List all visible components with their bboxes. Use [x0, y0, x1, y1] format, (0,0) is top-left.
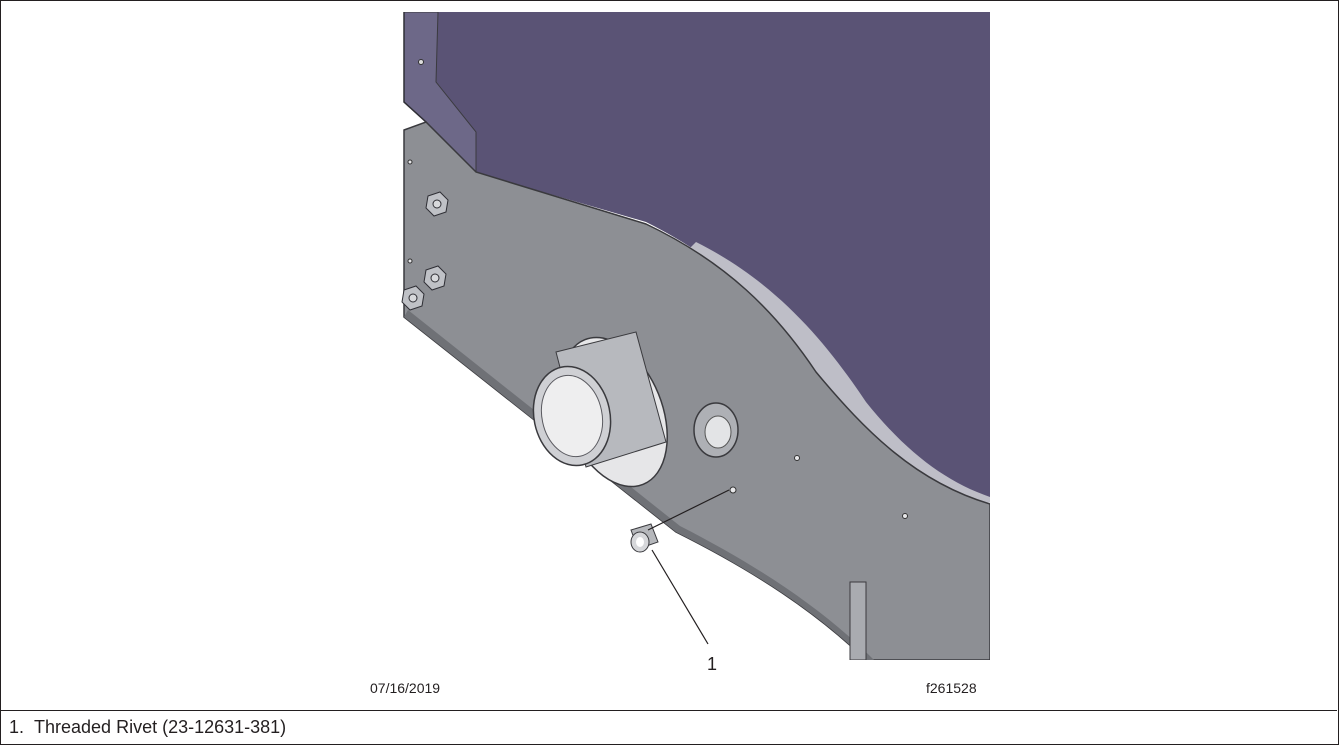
- figure-date: 07/16/2019: [370, 680, 441, 696]
- legend-item: 1. Threaded Rivet (23-12631-381): [9, 717, 286, 738]
- figure-number: f261528: [926, 680, 977, 696]
- caption-divider: [0, 710, 1337, 711]
- bracket-plate: [403, 121, 990, 660]
- bolt-lower: [401, 265, 447, 311]
- grommet: [693, 402, 739, 458]
- legend-item-number: 1.: [9, 717, 25, 737]
- pipe-fitting: [532, 331, 667, 468]
- callout-label: 1: [707, 654, 718, 674]
- threaded-rivet: [630, 523, 659, 553]
- bolt-upper: [425, 191, 449, 217]
- support-rod: [849, 581, 867, 660]
- legend-item-text: Threaded Rivet (23-12631-381): [34, 717, 287, 737]
- technical-illustration: [396, 12, 990, 660]
